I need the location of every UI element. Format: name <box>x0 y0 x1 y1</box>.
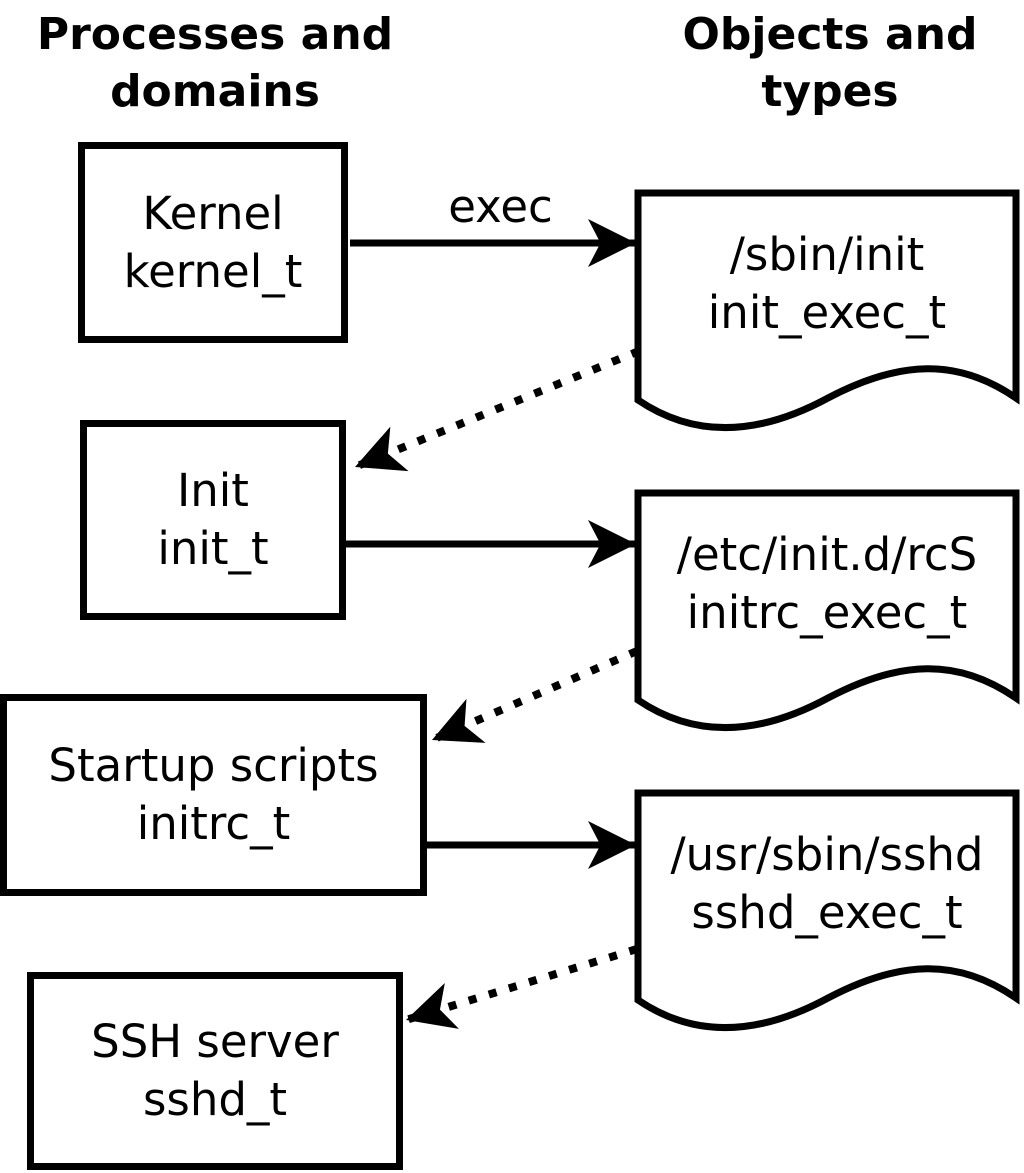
process-name: Startup scripts <box>48 739 379 792</box>
process-domain-type: initrc_t <box>136 797 291 850</box>
process-domain-type: kernel_t <box>123 244 303 298</box>
process-box-ssh-server: SSH server sshd_t <box>27 972 403 1170</box>
transition-arrow-sshd-to-sshd-t <box>404 945 639 1029</box>
process-box-kernel: Kernel kernel_t <box>78 142 348 343</box>
process-box-startup-scripts: Startup scripts initrc_t <box>0 694 427 896</box>
process-name: SSH server <box>91 1015 339 1068</box>
document-shape-sbin-init <box>634 189 1020 431</box>
process-domain-type: init_t <box>157 522 269 575</box>
process-domain-type: sshd_t <box>142 1073 288 1126</box>
document-shape-etc-initd-rcs <box>634 489 1020 731</box>
column-header-objects: Objects and types <box>682 9 978 117</box>
transition-arrow-sbin-init-to-init-t <box>353 347 641 472</box>
column-header-processes: Processes and domains <box>36 9 394 117</box>
process-box-init: Init init_t <box>80 420 346 620</box>
process-name: Kernel <box>142 186 284 240</box>
exec-edge-label: exec <box>448 180 553 233</box>
document-shape-usr-sbin-sshd <box>634 789 1020 1031</box>
transition-arrow-rcs-to-initrc-t <box>430 647 639 744</box>
process-name: Init <box>177 464 249 517</box>
